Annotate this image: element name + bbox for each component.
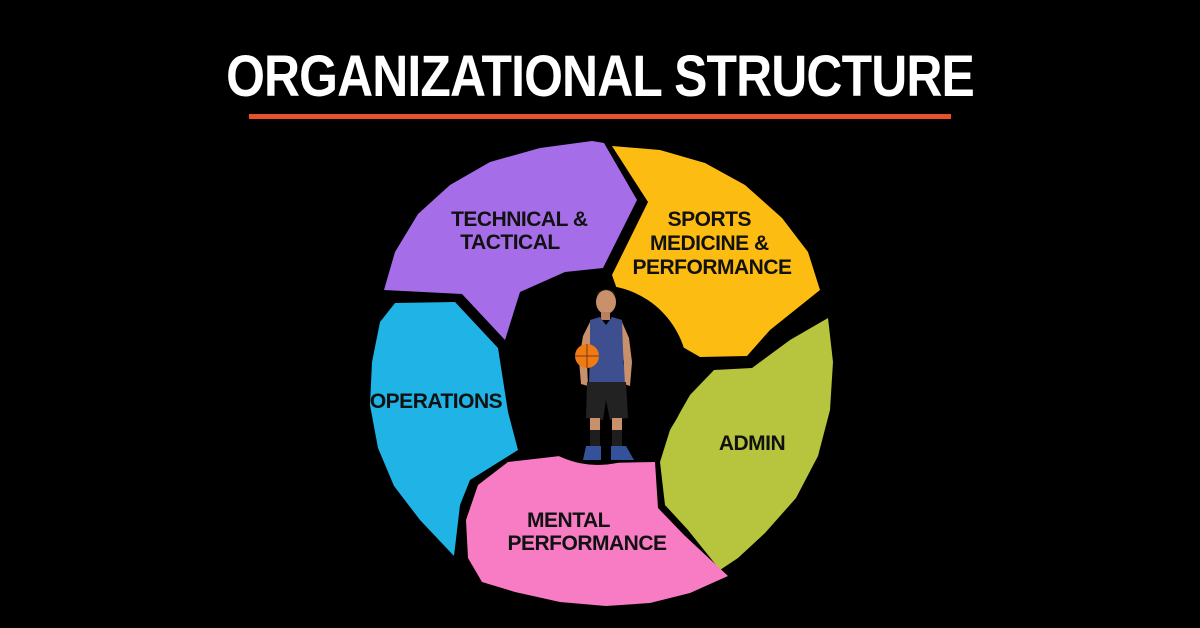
- label-mental-performance: MENTAL PERFORMANCE: [507, 509, 666, 555]
- label-operations: OPERATIONS: [370, 390, 503, 413]
- segment-technical-tactical: [384, 141, 637, 340]
- label-technical-tactical: TECHNICAL & TACTICAL: [451, 208, 593, 254]
- segment-sports-medicine: [612, 146, 820, 357]
- basketball-player-figure: [575, 289, 634, 460]
- title-underline: [249, 114, 951, 119]
- page-title: ORGANIZATIONAL STRUCTURE: [226, 44, 975, 109]
- segment-admin: [660, 318, 833, 570]
- segment-operations: [370, 302, 518, 556]
- label-sports-medicine: SPORTS MEDICINE & PERFORMANCE: [632, 208, 791, 279]
- segment-mental-performance: [466, 456, 728, 606]
- label-admin: ADMIN: [719, 432, 785, 455]
